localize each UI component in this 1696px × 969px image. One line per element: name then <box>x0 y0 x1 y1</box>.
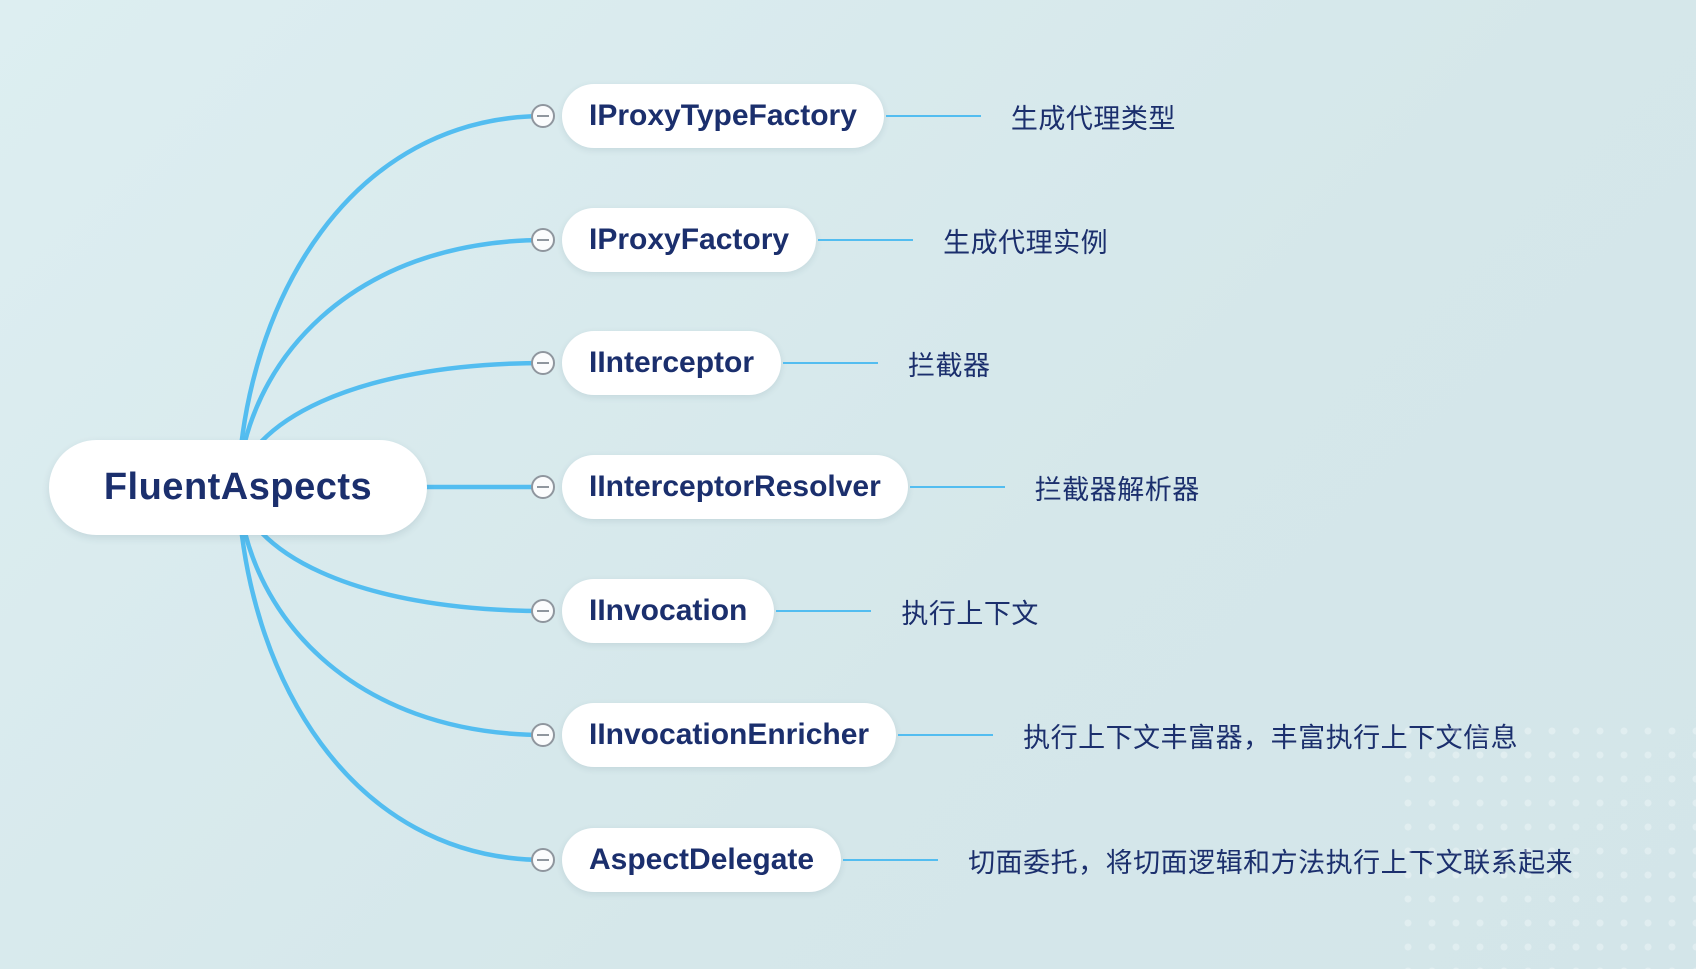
root-topic-fluentaspects[interactable]: FluentAspects <box>49 440 427 535</box>
minus-bar <box>537 859 549 861</box>
topic-iinterceptorresolver[interactable]: IInterceptorResolver <box>562 455 908 519</box>
topic-label: IProxyFactory <box>589 223 790 256</box>
note-connector-line <box>783 362 879 364</box>
topic-note: 生成代理实例 <box>943 227 1109 258</box>
note-connector-line <box>843 859 939 861</box>
topic-row: IProxyFactory 生成代理实例 <box>531 208 1108 272</box>
topic-row: IProxyTypeFactory 生成代理类型 <box>531 84 1176 148</box>
topic-label: IInterceptorResolver <box>589 470 881 503</box>
note-connector-line <box>909 486 1005 488</box>
topic-iproxyfactory[interactable]: IProxyFactory <box>562 208 817 272</box>
topic-note: 执行上下文 <box>901 598 1039 629</box>
minus-bar <box>537 362 549 364</box>
minus-bar <box>537 239 549 241</box>
note-connector-line <box>818 239 914 241</box>
topic-note: 执行上下文丰富器，丰富执行上下文信息 <box>1023 722 1519 753</box>
topic-label: IInterceptor <box>589 346 755 379</box>
note-connector-line <box>885 115 981 117</box>
topic-note: 拦截器 <box>908 350 991 381</box>
topic-iinterceptor[interactable]: IInterceptor <box>562 331 782 395</box>
minus-bar <box>537 734 549 736</box>
collapse-minus-icon[interactable] <box>531 104 555 128</box>
topic-label: AspectDelegate <box>589 843 815 876</box>
topic-label: IInvocation <box>589 594 748 627</box>
minus-bar <box>537 610 549 612</box>
minus-bar <box>537 486 549 488</box>
topic-note: 生成代理类型 <box>1010 103 1176 134</box>
collapse-minus-icon[interactable] <box>531 723 555 747</box>
topic-iinvocationenricher[interactable]: IInvocationEnricher <box>562 703 897 767</box>
topic-row: IInterceptorResolver 拦截器解析器 <box>531 455 1200 519</box>
topic-row: IInterceptor 拦截器 <box>531 331 991 395</box>
topic-label: IInvocationEnricher <box>589 718 870 751</box>
root-topic-label: FluentAspects <box>103 466 373 508</box>
branch-curve <box>235 484 548 863</box>
topic-iproxytypefactory[interactable]: IProxyTypeFactory <box>562 84 884 148</box>
collapse-minus-icon[interactable] <box>531 848 555 872</box>
topic-note: 切面委托，将切面逻辑和方法执行上下文联系起来 <box>968 847 1574 878</box>
note-connector-line <box>776 610 872 612</box>
topic-iinvocation[interactable]: IInvocation <box>562 579 775 643</box>
topic-row: AspectDelegate 切面委托，将切面逻辑和方法执行上下文联系起来 <box>531 828 1573 892</box>
collapse-minus-icon[interactable] <box>531 599 555 623</box>
topic-note: 拦截器解析器 <box>1034 474 1200 505</box>
branch-curve <box>235 113 548 490</box>
collapse-minus-icon[interactable] <box>531 228 555 252</box>
note-connector-line <box>898 734 994 736</box>
topic-row: IInvocationEnricher 执行上下文丰富器，丰富执行上下文信息 <box>531 703 1518 767</box>
minus-bar <box>537 115 549 117</box>
collapse-minus-icon[interactable] <box>531 475 555 499</box>
topic-aspectdelegate[interactable]: AspectDelegate <box>562 828 842 892</box>
collapse-minus-icon[interactable] <box>531 351 555 375</box>
topic-label: IProxyTypeFactory <box>589 99 857 132</box>
topic-row: IInvocation 执行上下文 <box>531 579 1039 643</box>
